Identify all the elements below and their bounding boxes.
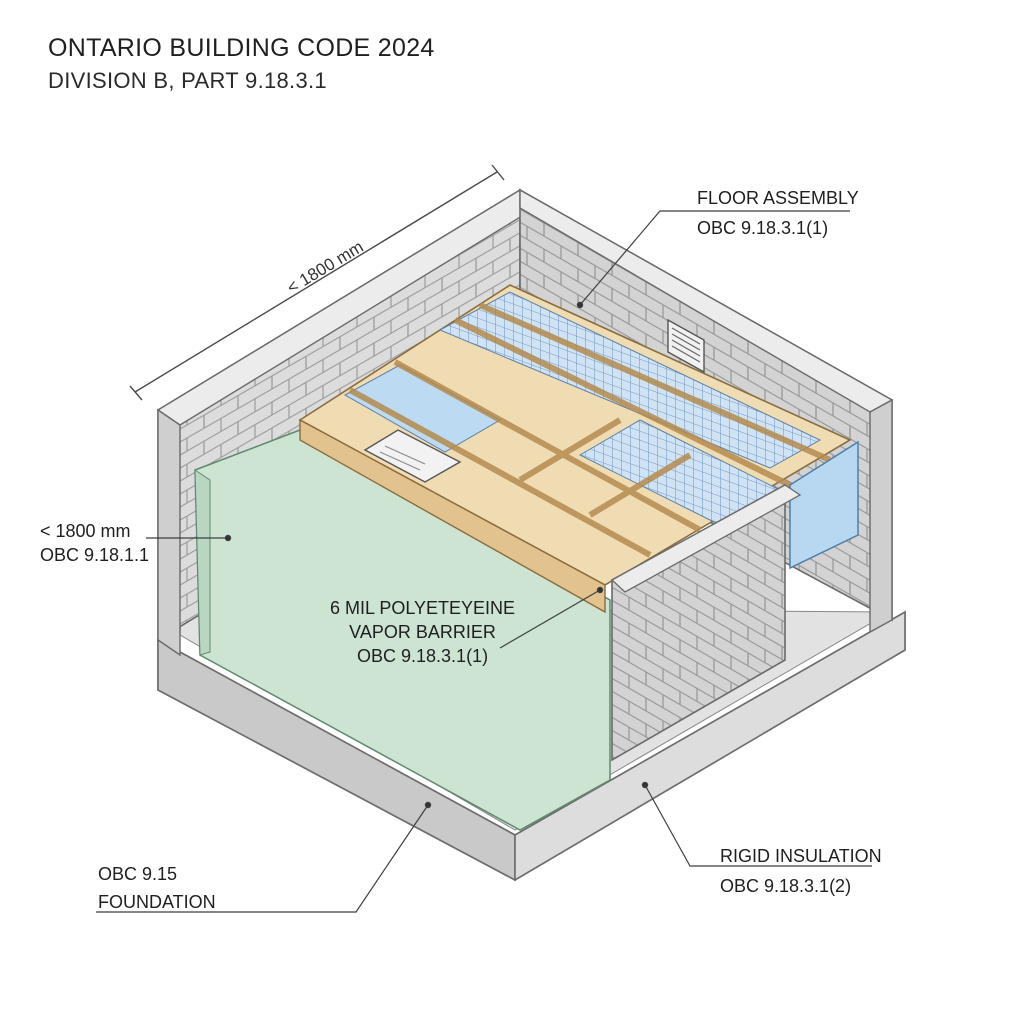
callout-clearance-value: < 1800 mm (40, 521, 131, 541)
access-hatch-icon (363, 429, 462, 483)
callout-floor-assembly-code: OBC 9.18.3.1(1) (697, 218, 829, 238)
page-title: ONTARIO BUILDING CODE 2024 (48, 34, 435, 62)
rigid-insulation-panel (789, 440, 859, 570)
callout-rigid-insulation: RIGID INSULATION OBC 9.18.3.1(2) (720, 844, 882, 898)
leader-lines (96, 210, 872, 913)
page-subtitle: DIVISION B, PART 9.18.3.1 (48, 68, 327, 93)
callout-rigid-insulation-code: OBC 9.18.3.1(2) (720, 876, 852, 896)
callout-clearance: < 1800 mm OBC 9.18.1.1 (40, 519, 149, 567)
callout-rigid-insulation-title: RIGID INSULATION (720, 846, 882, 866)
dimension-label: < 1800 mm (284, 237, 367, 297)
callout-floor-assembly-title: FLOOR ASSEMBLY (697, 188, 859, 208)
callout-vapor-barrier-code: OBC 9.18.3.1(1) (357, 646, 489, 666)
callout-foundation: OBC 9.15 FOUNDATION (98, 862, 216, 914)
floor-assembly (298, 284, 852, 614)
callout-foundation-code: OBC 9.15 (98, 864, 178, 884)
front-right-wall (610, 483, 802, 762)
callout-vapor-barrier-line1: 6 MIL POLYETEYEINE (330, 598, 516, 618)
wall-vent-icon (667, 318, 705, 374)
callout-foundation-title: FOUNDATION (98, 892, 216, 912)
callout-vapor-barrier: 6 MIL POLYETEYEINE VAPOR BARRIER OBC 9.1… (330, 596, 515, 668)
callout-clearance-code: OBC 9.18.1.1 (40, 545, 150, 565)
callout-floor-assembly: FLOOR ASSEMBLY OBC 9.18.3.1(1) (697, 186, 859, 240)
vapor-barrier-sheet (194, 429, 611, 831)
callout-vapor-barrier-line2: VAPOR BARRIER (349, 622, 496, 642)
